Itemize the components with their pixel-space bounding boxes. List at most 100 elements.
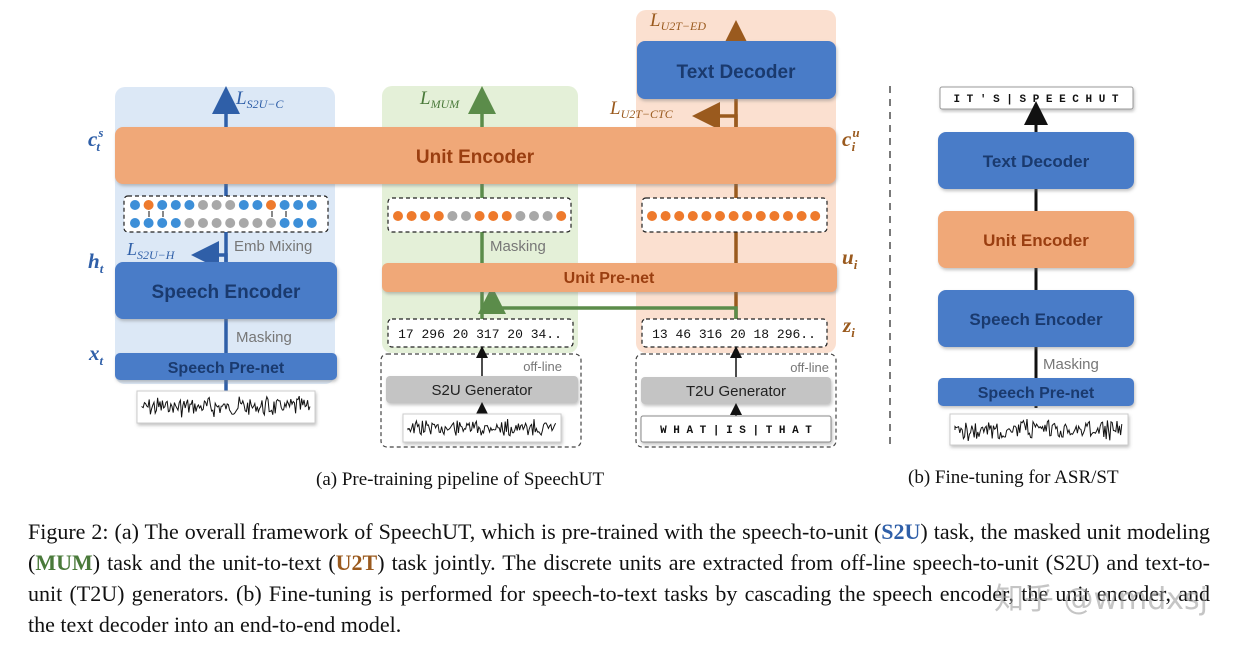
ft-input-waveform (954, 419, 1123, 441)
embedding-dot (542, 211, 553, 221)
subcaption-b: (b) Fine-tuning for ASR/ST (908, 467, 1119, 488)
embedding-dot (488, 211, 499, 221)
embedding-dot (198, 200, 208, 210)
embedding-dot (266, 200, 276, 210)
loss-u2t-ctc-label: LU2T−CTC (609, 98, 674, 121)
embedding-dot (279, 218, 290, 228)
s2u-input-waveform (407, 419, 557, 437)
speech-encoder-label: Speech Encoder (152, 282, 301, 303)
ft-speech-encoder-label: Speech Encoder (969, 310, 1103, 329)
embedding-dot (238, 218, 249, 228)
ft-masking-label: Masking (1043, 356, 1099, 373)
speech-prenet-box (115, 353, 337, 380)
embedding-dot (461, 211, 471, 221)
caption-text-4: ) task jointly. The discrete units are e… (28, 550, 1210, 637)
text-input-label: W H A T | I S | T H A T (660, 425, 812, 437)
embedding-dot (143, 218, 154, 228)
embedding-dot (130, 218, 140, 228)
ft-text-decoder-box (938, 132, 1134, 189)
loss-s2u-c-label: LS2U−C (235, 88, 284, 111)
ft-unit-encoder-box (938, 211, 1134, 268)
ft-waveform-frame (949, 413, 1129, 446)
embedding-dot (433, 211, 444, 221)
embedding-dot (728, 211, 739, 221)
text-decoder-label: Text Decoder (677, 62, 797, 83)
mixed-dots-top-row (130, 200, 317, 217)
text-decoder-box (637, 41, 836, 99)
embedding-dot (252, 200, 263, 210)
embedding-dot (810, 211, 821, 221)
embedding-dot (556, 211, 567, 221)
t2u-generator-box (641, 377, 831, 404)
speech-waveform (141, 395, 311, 418)
embedding-dot (143, 200, 154, 210)
masking-mid-label: Masking (490, 238, 546, 255)
embedding-dot (447, 211, 458, 221)
embedding-dot (769, 211, 780, 221)
embedding-dot (647, 211, 657, 221)
var-z-i-label: zi (842, 313, 855, 340)
unit-encoder-label: Unit Encoder (416, 147, 535, 168)
ft-output-text-label: I T ' S | S P E E C H U T (953, 94, 1118, 106)
embedding-dot (796, 211, 807, 221)
var-h-t-label: ht (88, 249, 104, 276)
t2u-units-text: 13 46 316 20 18 296.. (652, 327, 816, 342)
text-input-box (640, 415, 832, 443)
embedding-dot (211, 200, 222, 210)
embedding-dot (157, 200, 168, 210)
loss-mum-label: LMUM (419, 88, 460, 111)
caption-text-3: ) task and the unit-to-text ( (92, 550, 336, 575)
offline-s2u-label: off-line (523, 359, 562, 374)
speech-encoder-box (115, 262, 337, 319)
embedding-dot (293, 200, 304, 210)
s2u-waveform-frame (402, 413, 562, 443)
t2u-generator-label: T2U Generator (686, 383, 786, 400)
offline-t2u-label: off-line (790, 360, 829, 375)
embedding-dot (279, 200, 290, 210)
embedding-dot (306, 200, 317, 210)
embedding-dot (225, 218, 236, 228)
loss-s2u-h-label: LS2U−H (126, 239, 176, 262)
unit-encoder-box (115, 127, 836, 184)
embedding-dot (715, 211, 725, 221)
subcaption-a: (a) Pre-training pipeline of SpeechUT (316, 469, 605, 490)
embedding-dot (293, 218, 304, 228)
embedding-dot (674, 211, 685, 221)
embedding-dot (130, 200, 140, 210)
caption-text-1: Figure 2: (a) The overall framework of S… (28, 519, 882, 544)
ft-text-decoder-label: Text Decoder (983, 152, 1090, 171)
unit-prenet-box (382, 263, 837, 292)
embedding-dot (742, 211, 753, 221)
embedding-dot (420, 211, 431, 221)
embedding-dot (687, 211, 698, 221)
masking-left-label: Masking (236, 329, 292, 346)
embedding-dot (198, 218, 208, 228)
embedding-dot (701, 211, 712, 221)
embedding-dot (501, 211, 512, 221)
embedding-dot (252, 218, 263, 228)
figure-2-diagram: Text Decoder Unit Encoder Speech Encoder… (88, 10, 1134, 448)
embedding-dot (157, 218, 168, 228)
s2u-generator-label: S2U Generator (432, 382, 533, 399)
masked-unit-dots (393, 211, 567, 221)
var-u-i-label: ui (842, 245, 858, 272)
embedding-dot (238, 200, 249, 210)
embedding-dot (184, 200, 195, 210)
speech-waveform-frame (136, 390, 316, 424)
ft-speech-prenet-box (938, 378, 1134, 406)
ft-unit-encoder-label: Unit Encoder (983, 231, 1089, 250)
s2u-generator-box (386, 376, 578, 403)
embedding-dot (184, 218, 195, 228)
s2u-units-text: 17 296 20 317 20 34.. (398, 327, 562, 342)
embedding-dot (755, 211, 766, 221)
caption-u2t: U2T (335, 550, 378, 575)
caption-text-2: ) task, the masked unit modeling ( (28, 519, 1210, 575)
embedding-dot (211, 218, 222, 228)
embedding-dot (406, 211, 417, 221)
ft-speech-prenet-label: Speech Pre-net (978, 385, 1095, 402)
ft-speech-encoder-box (938, 290, 1134, 347)
embedding-dot (225, 200, 236, 210)
caption-s2u: S2U (881, 519, 921, 544)
